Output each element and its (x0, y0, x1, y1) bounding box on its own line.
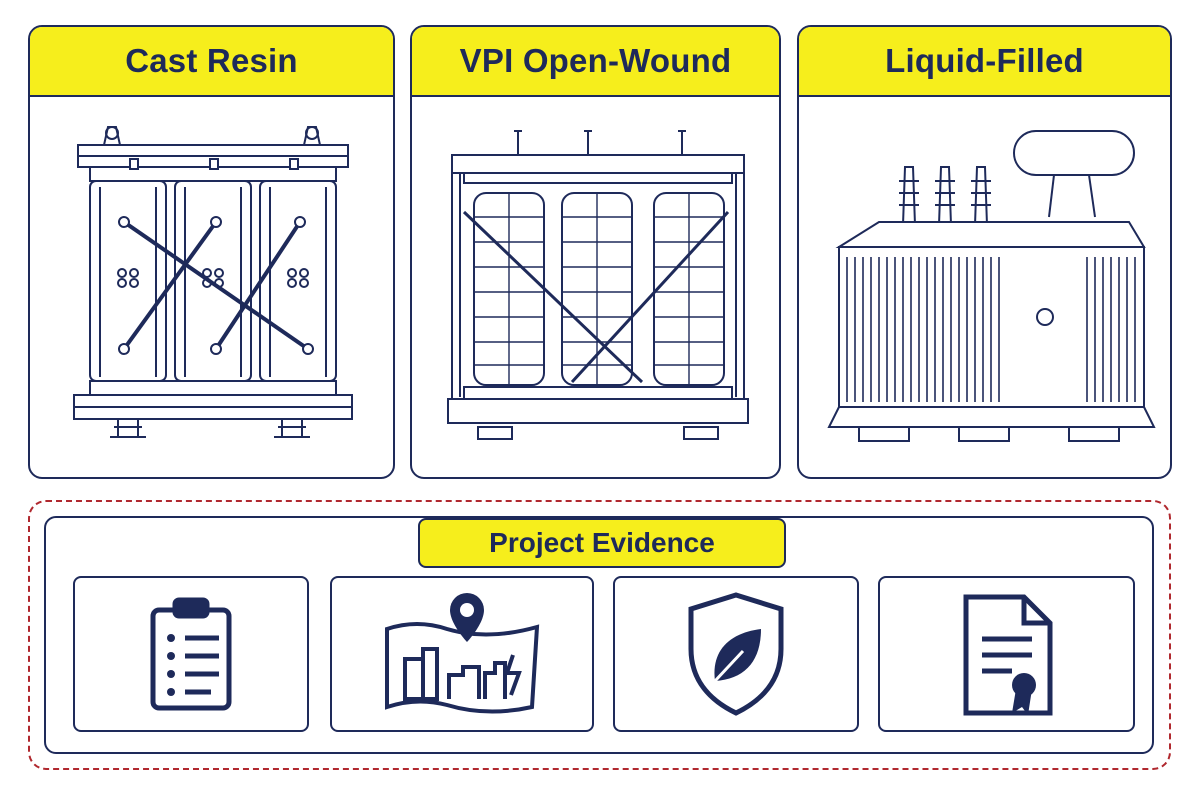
vpi-open-wound-transformer-icon (447, 130, 749, 440)
cast-resin-card: Cast Resin (28, 25, 395, 479)
evidence-item-site-map (330, 576, 594, 732)
vpi-open-wound-title: VPI Open-Wound (459, 42, 732, 79)
evidence-item-certificate (878, 576, 1135, 732)
liquid-filled-card: Liquid-Filled (797, 25, 1172, 479)
certificate-document-icon (963, 594, 1052, 716)
liquid-filled-title: Liquid-Filled (885, 42, 1084, 79)
clipboard-checklist-icon (150, 597, 232, 711)
site-map-location-icon (385, 593, 540, 714)
cast-resin-title: Cast Resin (125, 42, 298, 79)
evidence-item-environment (613, 576, 859, 732)
cast-resin-transformer-icon (73, 126, 353, 438)
leaf-shield-icon (688, 592, 784, 716)
cast-resin-header: Cast Resin (30, 27, 393, 97)
liquid-filled-transformer-icon (827, 130, 1156, 442)
evidence-title: Project Evidence (489, 527, 715, 558)
evidence-dashed-border (28, 500, 1171, 770)
evidence-item-checklist (73, 576, 309, 732)
vpi-open-wound-card: VPI Open-Wound (410, 25, 781, 479)
evidence-header: Project Evidence (418, 518, 786, 568)
vpi-open-wound-header: VPI Open-Wound (412, 27, 779, 97)
liquid-filled-header: Liquid-Filled (799, 27, 1170, 97)
